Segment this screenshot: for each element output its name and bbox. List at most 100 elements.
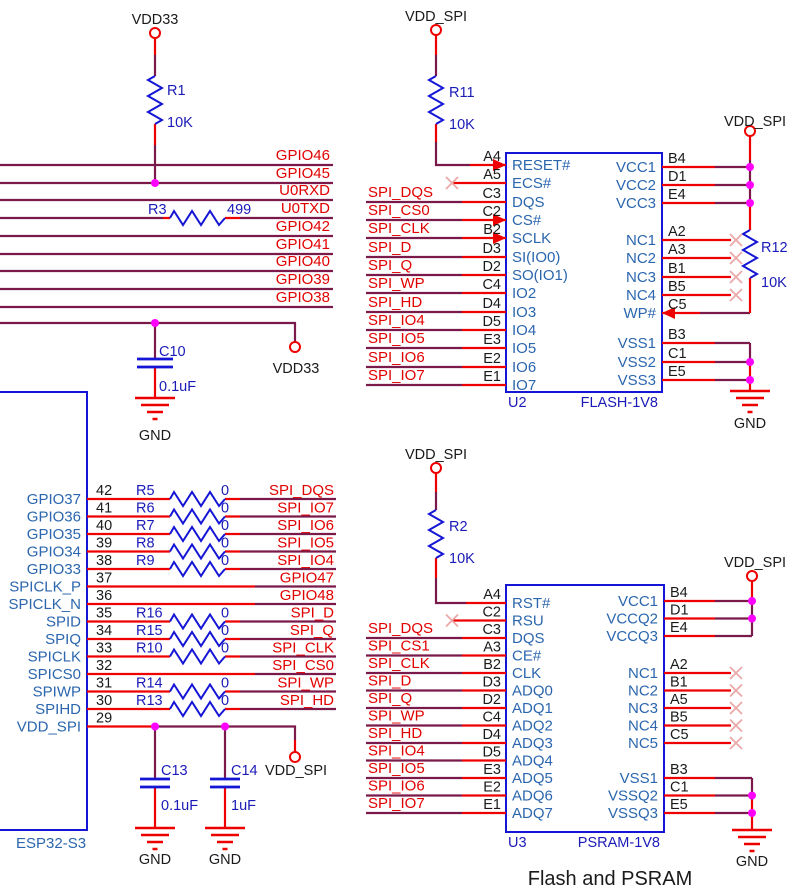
pin-number: 41 [96,501,112,517]
pin-name: SPICS0 [28,666,81,683]
pin-number: D1 [670,603,689,619]
pin-name: NC4 [628,718,658,735]
pin-number: 33 [96,641,112,657]
pin-number: 34 [96,623,112,639]
junction-dots [151,179,159,327]
power-label-vdd33: VDD33 [132,12,179,28]
pin-name: ADQ5 [512,770,553,787]
resistor-value: 10K [167,115,193,131]
net-label: SPI_CLK [272,640,334,657]
pin-name: SPIQ [45,631,81,648]
vdd-spi-port-circle [746,570,758,582]
pin-name: NC5 [628,735,658,752]
pin-number: E2 [483,780,501,796]
pin-name: VSSQ3 [608,805,658,822]
gnd-symbol [732,828,772,853]
gnd-label: GND [736,854,768,870]
net-label: SPI_IO5 [368,330,425,347]
resistor-value: 0 [221,501,229,517]
pin-number: 35 [96,606,112,622]
pin-name: WP# [623,305,656,322]
gnd-label: GND [209,852,241,868]
pin-name: GPIO37 [27,491,81,508]
resistor-value: 0 [221,693,229,709]
pin-number: C5 [668,297,687,313]
power-label-vdd33: VDD33 [273,361,320,377]
pin-name: IO6 [512,359,536,376]
net-label: SPI_IO4 [368,312,425,329]
resistor-value: 0 [221,483,229,499]
capacitor-ref: C13 [161,763,188,779]
capacitor-ref: C10 [159,344,186,360]
capacitor-value: 0.1uF [159,379,196,395]
gnd-label: GND [139,852,171,868]
resistor-R3-symbol [169,209,226,227]
pin-number: B3 [668,327,686,343]
pin-number: B5 [670,710,688,726]
power-label-vdd-spi: VDD_SPI [405,447,467,463]
pin-number: C4 [482,277,501,293]
pin-number: A5 [483,167,501,183]
pin-number: B2 [483,222,501,238]
pin-number: 30 [96,693,112,709]
gnd-symbol [135,396,175,421]
pin-number: D3 [482,675,501,691]
junction-dots [151,722,229,731]
esp32-wires-red [87,497,297,828]
resistor-ref: R12 [761,240,788,256]
pin-name: NC3 [628,700,658,717]
pin-number: C3 [482,622,501,638]
pin-name: NC2 [626,250,656,267]
capacitor-C10-symbol [137,357,173,369]
resistor-R1-symbol [145,75,165,125]
esp32-wires-maroon [153,497,336,779]
resistor-value: 10K [761,275,787,291]
net-label: SPI_CS0 [368,202,430,219]
pin-number: E1 [483,797,501,813]
pin-name: VCC2 [616,177,656,194]
resistor-ref: R1 [167,83,186,99]
pin-number: C1 [670,780,689,796]
resistor-ref: R9 [136,553,155,569]
esp32-symbol: GPIO37 GPIO36 GPIO35 GPIO34 GPIO33 SPICL… [0,391,336,868]
vdd33-port-circle [289,341,301,353]
resistor-value: 0 [221,518,229,534]
pin-name: SPICLK_N [8,596,81,613]
power-label-vdd-spi: VDD_SPI [405,9,467,25]
net-label: SPI_WP [368,708,425,725]
capacitor-value: 0.1uF [161,798,198,814]
pin-name: SPIWP [33,684,81,701]
pin-number: E4 [670,620,688,636]
pin-name: ADQ1 [512,700,553,717]
pin-number: B2 [483,657,501,673]
net-label: SPI_D [368,239,412,256]
pin-name: ADQ6 [512,788,553,805]
pin-name: IO4 [512,322,536,339]
resistor-ref: R11 [449,85,475,101]
net-label: SPI_IO4 [277,552,334,569]
net-label: U0TXD [281,200,330,217]
u2-part-name: FLASH-1V8 [581,395,658,411]
capacitor-ref: C14 [231,763,258,779]
pin-name: VSSQ2 [608,788,658,805]
pin-name: VCCQ3 [606,628,658,645]
gnd-label: GND [139,428,171,444]
net-label: SPI_WP [277,675,334,692]
pin-name: GPIO34 [27,544,81,561]
net-label: SPI_DQS [368,620,433,637]
pin-name: SPIHD [35,701,81,718]
net-label: SPI_HD [368,725,422,742]
pin-name: VSS3 [618,372,656,389]
pin-number: E4 [668,187,686,203]
pin-number: A3 [483,640,501,656]
capacitor-value: 1uF [231,798,256,814]
net-label: GPIO45 [276,165,330,182]
pin-number: D2 [482,259,501,275]
pin-number: 40 [96,518,112,534]
pin-number: C1 [668,346,687,362]
net-label: SPI_IO5 [277,535,334,552]
pin-name: SPICLK [28,649,81,666]
pin-number: E3 [483,332,501,348]
pin-name: DQS [512,630,545,647]
